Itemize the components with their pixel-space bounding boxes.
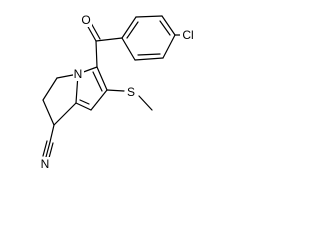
bond-c5-carbonyl <box>95 40 98 68</box>
atom-label-ring-nitrogen: N <box>74 67 83 81</box>
atom-label-carbonyl-oxygen: O <box>81 13 90 27</box>
bond-ch-c <box>53 102 77 126</box>
bond-ch2-ch <box>42 99 55 126</box>
bond-ar-5-6-double <box>137 53 161 56</box>
bond-ch2-ch2 <box>42 77 58 101</box>
bond-ar-4-5 <box>162 34 176 59</box>
bond-cn-triple-b <box>48 142 54 159</box>
bond-c5-c6 <box>96 66 108 91</box>
bond-c7-c-double <box>79 99 90 105</box>
bond-ar-6-1 <box>121 37 136 61</box>
atom-label-nitrile-nitrogen: N <box>41 157 50 171</box>
atom-label-chlorine: Cl <box>182 28 193 42</box>
bond-ar-1-2 <box>121 16 137 39</box>
bond-s-ch3 <box>138 95 153 111</box>
bond-c7-c <box>75 102 92 111</box>
bond-ch-cn <box>49 124 55 143</box>
bond-ar-3-4-double <box>159 20 171 36</box>
structure-canvas: N O Cl S N <box>40 13 194 171</box>
bond-ar-3-4 <box>161 15 176 36</box>
bond-c6-s <box>106 89 125 92</box>
bond-ar-1-2-double <box>126 21 139 39</box>
bond-ar-2-3 <box>135 15 163 18</box>
bond-carbonyl-ring <box>95 37 123 42</box>
bond-cn-triple-a <box>45 141 51 158</box>
bond-ar-5-6 <box>134 57 164 61</box>
molecule-drawing: N O Cl S N <box>40 13 194 171</box>
bond-carbonyl-o <box>86 24 97 42</box>
bond-c5-c6-double <box>92 71 103 92</box>
bond-carbonyl-o-double <box>90 22 101 40</box>
bond-cn-triple-c <box>42 140 48 157</box>
atom-label-sulfur: S <box>127 85 135 99</box>
bond-c6-c7 <box>90 89 108 111</box>
